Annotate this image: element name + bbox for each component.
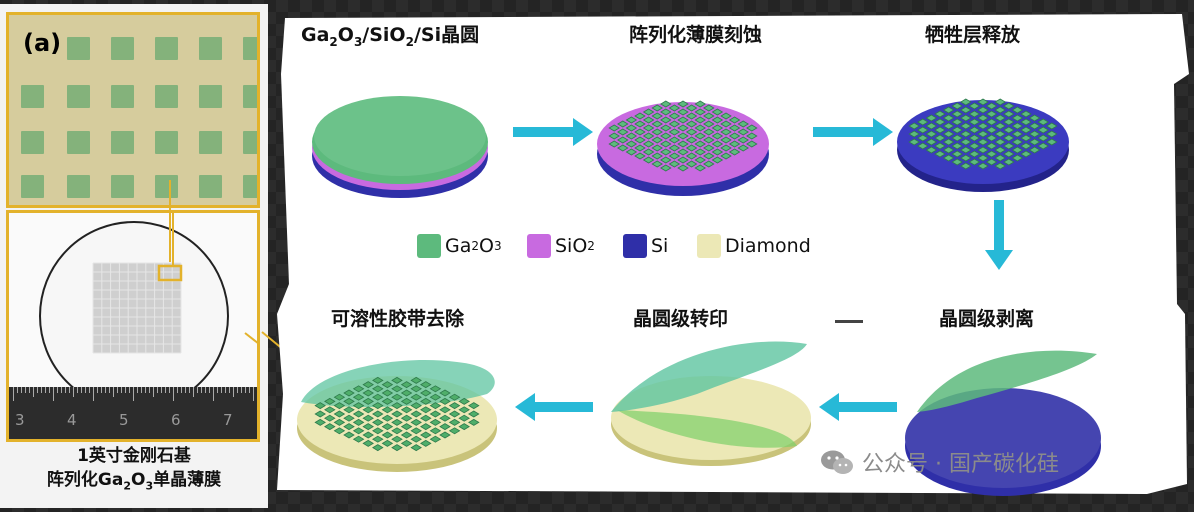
array-square [21, 131, 44, 154]
process-arrows [513, 118, 1013, 421]
array-square [21, 175, 44, 198]
legend-sio2-swatch [527, 234, 551, 258]
array-square [243, 175, 257, 198]
wafer-step-1 [312, 96, 488, 198]
step-2-title: 阵列化薄膜刻蚀 [629, 24, 763, 46]
left-caption-line1: 1英寸金刚石基 [77, 446, 191, 466]
wafer-step-3 [897, 98, 1069, 192]
legend-diamond: Diamond [697, 234, 811, 258]
wechat-icon [820, 449, 854, 475]
wafer-step-4 [905, 350, 1101, 496]
wafer-photo: 3 4 5 6 7 [6, 210, 260, 442]
array-square [67, 37, 90, 60]
legend-si-swatch [623, 234, 647, 258]
panel-label: (a) [23, 29, 62, 57]
array-square [111, 131, 134, 154]
ruler-number: 7 [223, 411, 233, 429]
step-1-title: Ga2O3/SiO2/Si晶圆 [301, 24, 480, 49]
legend-ga2o3-swatch [417, 234, 441, 258]
array-square [155, 85, 178, 108]
array-square [67, 175, 90, 198]
ruler-number: 5 [119, 411, 129, 429]
array-square [199, 175, 222, 198]
process-diagram-canvas [277, 14, 1189, 496]
step-4-title: 晶圆级剥离 [939, 308, 1035, 330]
wafer-step-6 [297, 359, 497, 472]
array-square [67, 85, 90, 108]
watermark-text: 公众号 · 国产碳化硅 [862, 452, 1059, 477]
ruler-number: 4 [67, 411, 77, 429]
step-5-title: 晶圆级转印 [633, 308, 729, 330]
zoom-connector [169, 180, 319, 379]
array-square [111, 175, 134, 198]
wafer-step-5 [611, 341, 811, 466]
array-square [243, 131, 257, 154]
array-square [155, 131, 178, 154]
array-square [67, 131, 90, 154]
ruler-number: 3 [15, 411, 25, 429]
wafer-photo-drawing [39, 213, 257, 411]
process-diagram: Ga2O3/SiO2/Si晶圆 阵列化薄膜刻蚀 牺牲层释放 晶圆级剥离 晶圆级转… [277, 14, 1194, 498]
ruler: 3 4 5 6 7 [9, 387, 257, 439]
left-photo-panel: (a) 3 4 5 6 7 1英寸金刚石基 阵列化Ga2O3单晶薄膜 [0, 4, 268, 508]
legend-si: Si [623, 234, 668, 258]
array-square [199, 85, 222, 108]
array-square [199, 131, 222, 154]
array-square [21, 85, 44, 108]
array-square [199, 37, 222, 60]
array-square [243, 85, 257, 108]
left-caption: 1英寸金刚石基 阵列化Ga2O3单晶薄膜 [0, 444, 268, 498]
array-square [243, 37, 257, 60]
left-caption-line2: 阵列化Ga2O3单晶薄膜 [46, 470, 222, 493]
array-square [155, 37, 178, 60]
step-3-title: 牺牲层释放 [925, 24, 1021, 46]
step-6-title: 可溶性胶带去除 [331, 308, 465, 330]
array-square [155, 175, 178, 198]
watermark: 公众号 · 国产碳化硅 [820, 446, 1059, 478]
wafer-step-2 [597, 100, 769, 196]
zoomed-array-photo: (a) [6, 12, 260, 208]
ruler-number: 6 [171, 411, 181, 429]
legend-diamond-swatch [697, 234, 721, 258]
array-square [111, 37, 134, 60]
array-square [111, 85, 134, 108]
